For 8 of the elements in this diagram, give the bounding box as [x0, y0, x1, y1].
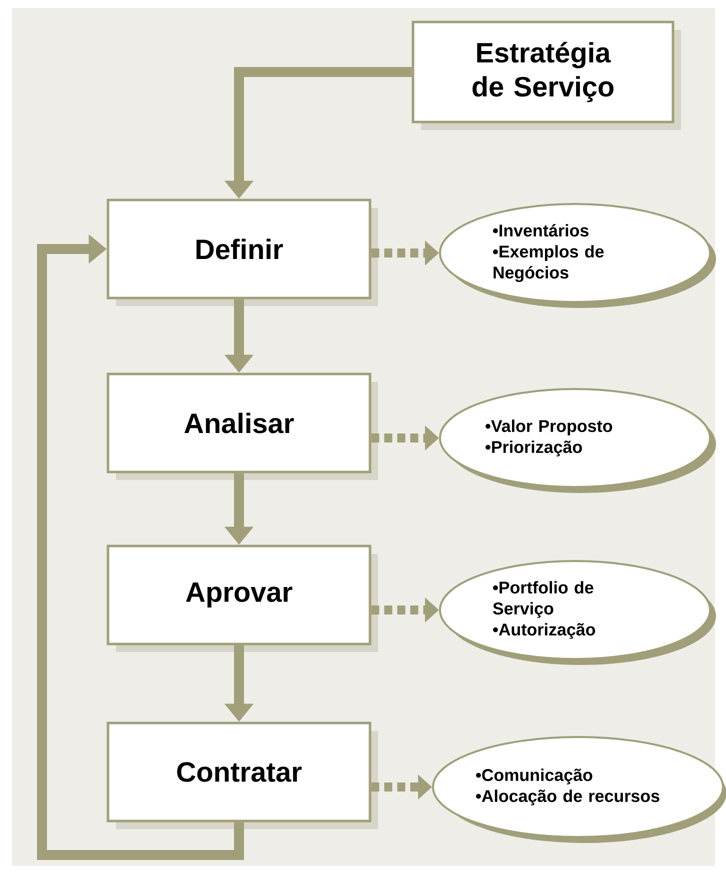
process-box: Analisar: [106, 372, 378, 480]
arrow: [37, 234, 244, 860]
node-label: •Autorização: [493, 623, 596, 639]
process-box: Estratégia de Serviço: [412, 20, 681, 130]
process-box: Aprovar: [106, 544, 378, 652]
process-box: Definir: [106, 198, 378, 306]
process-box: Contratar: [106, 722, 378, 829]
node-label: •Portfolio de Serviço: [492, 581, 594, 618]
